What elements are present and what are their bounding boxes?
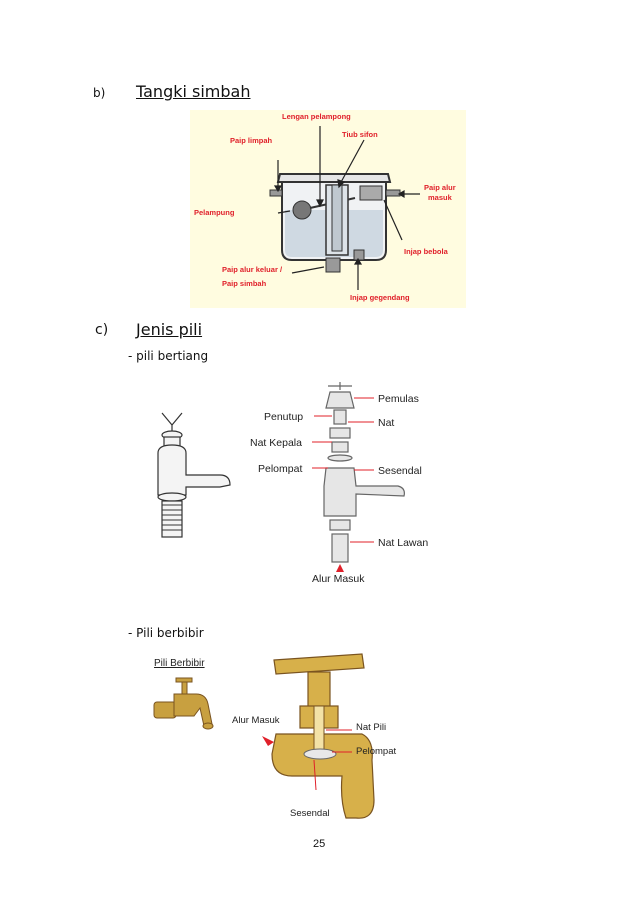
page-number: 25 xyxy=(313,838,326,850)
inlet-pipe xyxy=(385,189,401,197)
pili-berbibir-caption: Pili Berbibir xyxy=(154,658,205,669)
tank-arrows xyxy=(273,126,420,290)
label-nat-lawan: Nat Lawan xyxy=(378,537,428,549)
label-alur-masuk: Alur Masuk xyxy=(312,573,365,584)
label-penutup: Penutup xyxy=(264,411,303,423)
label-injap-bebola: Injap bebola xyxy=(404,247,449,256)
diaphragm-valve xyxy=(353,249,365,261)
tank-lid xyxy=(276,173,392,183)
pili-berbibir-illustration xyxy=(153,677,214,730)
item-pili-bertiang: - pili bertiang xyxy=(128,349,209,363)
washer xyxy=(303,748,337,760)
label-alur-masuk: Alur Masuk xyxy=(232,715,280,726)
section-b-title: Tangki simbah xyxy=(136,82,251,101)
section-c-marker: c) xyxy=(95,322,109,338)
label-tiub-sifon: Tiub sifon xyxy=(342,130,378,139)
toilet-tank-diagram: Lengan pelampong Tiub sifon Paip limpah … xyxy=(190,110,466,308)
callout-lines xyxy=(312,397,374,543)
label-paip-alur-keluar-1: Paip alur keluar / xyxy=(222,265,283,274)
label-paip-limpah: Paip limpah xyxy=(230,136,273,145)
label-injap-gegendang: Injap gegendang xyxy=(350,293,410,302)
label-nat-kepala: Nat Kepala xyxy=(250,437,302,449)
label-sesendal: Sesendal xyxy=(378,465,422,477)
label-pemulas: Pemulas xyxy=(378,393,419,405)
pili-bertiang-exploded-diagram: Pemulas Penutup Nat Nat Kepala Pelompat … xyxy=(250,382,428,584)
pili-berbibir-cutaway-diagram: Alur Masuk Nat Pili Pelompat Sesendal xyxy=(232,653,396,819)
thread-lines xyxy=(162,504,182,531)
callout-lines xyxy=(313,729,352,791)
ball-valve xyxy=(359,185,383,201)
label-pelampung: Pelampung xyxy=(194,208,235,217)
label-paip-alur-masuk-2: masuk xyxy=(428,193,453,202)
label-lengan-pelampong: Lengan pelampong xyxy=(282,112,351,121)
float-ball xyxy=(292,200,312,220)
item-pili-berbibir: - Pili berbibir xyxy=(128,626,204,640)
overflow-pipe xyxy=(269,189,283,197)
label-pelompat: Pelompat xyxy=(258,463,302,475)
label-sesendal: Sesendal xyxy=(290,808,330,819)
label-paip-alur-masuk-1: Paip alur xyxy=(424,183,456,192)
section-c-title: Jenis pili xyxy=(136,320,203,339)
label-paip-alur-keluar-2: Paip simbah xyxy=(222,279,267,288)
inlet-arrow xyxy=(262,736,274,746)
outlet-pipe xyxy=(325,257,341,273)
section-b-marker: b) xyxy=(93,86,106,100)
pili-bertiang-illustration xyxy=(157,412,231,538)
inlet-arrow xyxy=(336,564,344,572)
spindle xyxy=(313,705,325,753)
siphon-inner xyxy=(331,184,343,252)
label-nat-pili: Nat Pili xyxy=(356,722,386,733)
label-nat: Nat xyxy=(378,417,394,429)
label-pelompat: Pelompat xyxy=(356,746,396,757)
